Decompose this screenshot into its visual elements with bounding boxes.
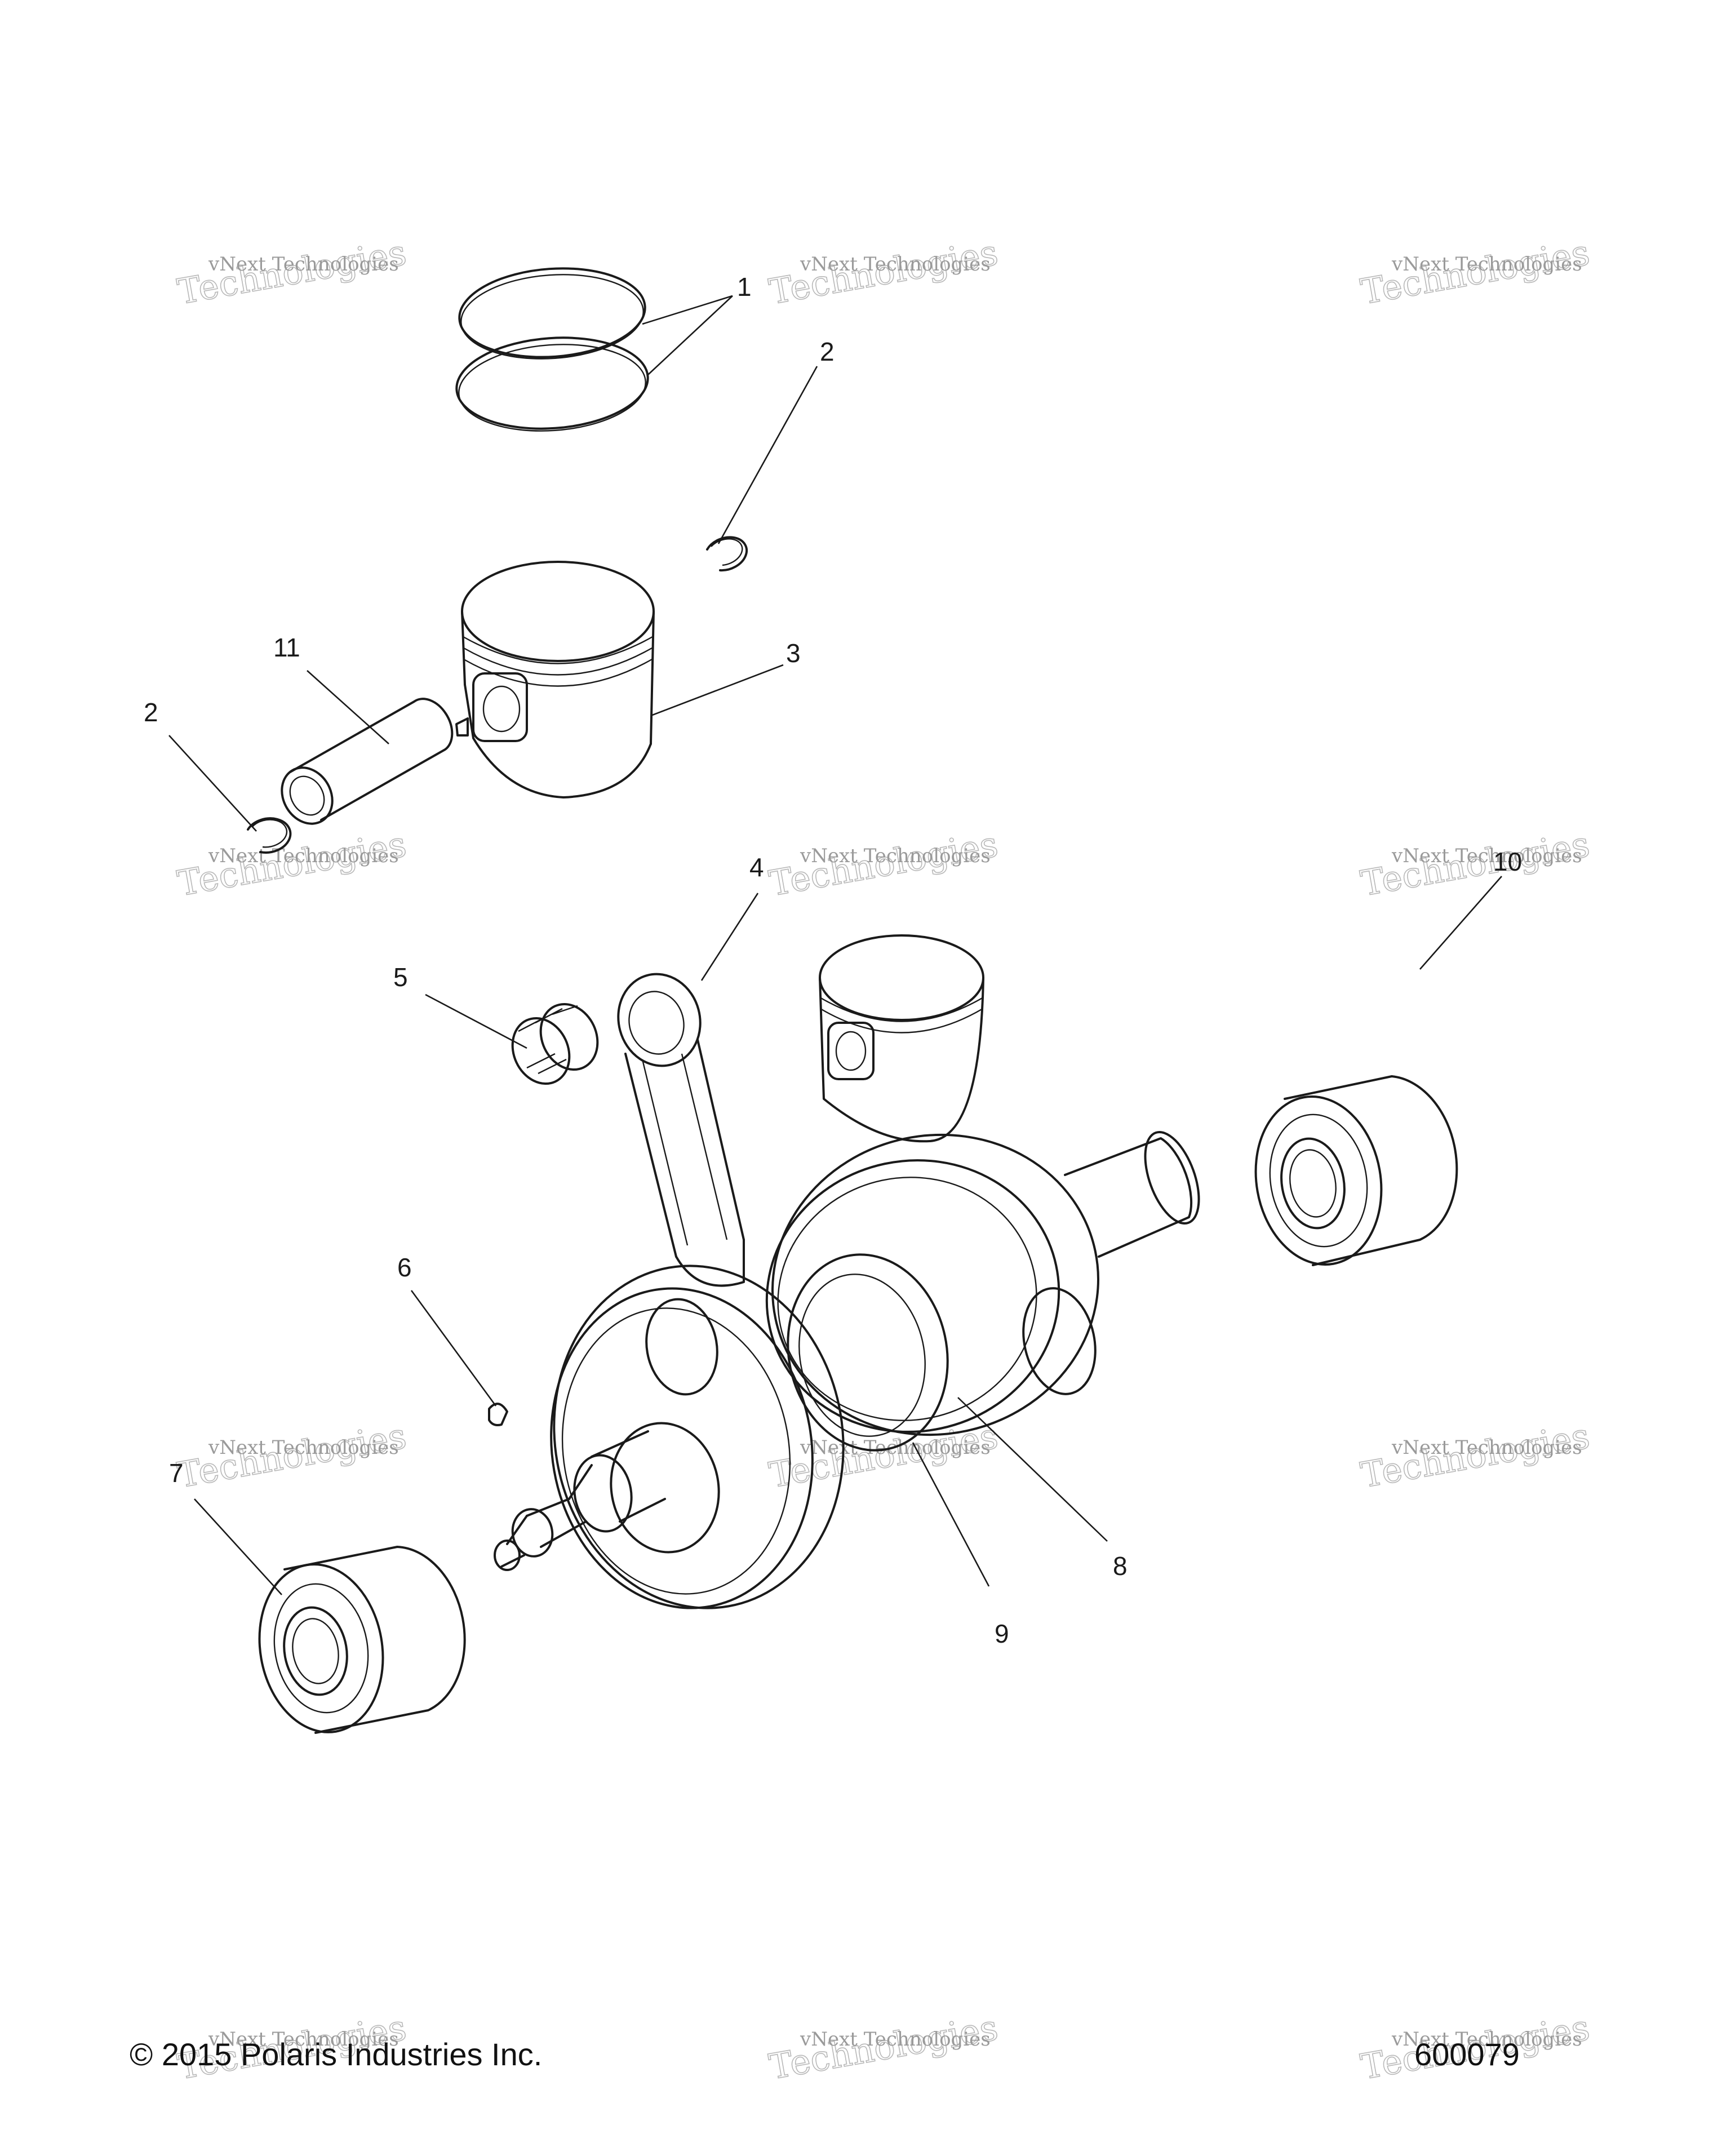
watermark-3: Technologies vNext Technologies bbox=[1357, 231, 1593, 313]
svg-text:vNext Technologies: vNext Technologies bbox=[800, 253, 991, 276]
main-bearing-left bbox=[258, 1546, 466, 1734]
watermark-5: Technologies vNext Technologies bbox=[766, 823, 1001, 904]
crankshaft-assembly bbox=[494, 934, 1200, 1609]
svg-text:vNext Technologies: vNext Technologies bbox=[208, 2028, 399, 2051]
callouts: 1 2 2 3 11 4 5 6 7 8 9 10 bbox=[144, 272, 1522, 1648]
callout-1: 1 bbox=[737, 272, 752, 301]
callout-4: 4 bbox=[749, 853, 764, 882]
woodruff-key bbox=[488, 1403, 508, 1426]
piston-rings bbox=[455, 267, 649, 432]
svg-text:vNext Technologies: vNext Technologies bbox=[1391, 253, 1582, 276]
callout-2-upper: 2 bbox=[820, 337, 835, 366]
piston bbox=[455, 561, 655, 798]
svg-text:vNext Technologies: vNext Technologies bbox=[208, 1436, 399, 1459]
connecting-rod bbox=[617, 973, 745, 1287]
callout-2-lower: 2 bbox=[144, 698, 158, 727]
circlip-lower bbox=[247, 817, 292, 854]
watermark-6: Technologies vNext Technologies bbox=[1357, 823, 1593, 904]
callout-5: 5 bbox=[393, 962, 408, 992]
svg-text:vNext Technologies: vNext Technologies bbox=[800, 2028, 991, 2051]
watermark-4: Technologies vNext Technologies bbox=[174, 823, 410, 904]
svg-text:vNext Technologies: vNext Technologies bbox=[1391, 2028, 1582, 2051]
watermark-11: Technologies vNext Technologies bbox=[766, 2006, 1001, 2088]
watermark-8: Technologies vNext Technologies bbox=[766, 1414, 1001, 1496]
callout-8: 8 bbox=[1113, 1551, 1128, 1581]
svg-text:vNext Technologies: vNext Technologies bbox=[208, 845, 399, 867]
callout-9: 9 bbox=[995, 1619, 1009, 1648]
needle-bearing bbox=[511, 1002, 599, 1085]
watermark-2: Technologies vNext Technologies bbox=[766, 231, 1001, 313]
callout-10: 10 bbox=[1493, 847, 1522, 876]
circlip-upper bbox=[706, 536, 748, 572]
svg-text:vNext Technologies: vNext Technologies bbox=[800, 845, 991, 867]
svg-text:vNext Technologies: vNext Technologies bbox=[1391, 845, 1582, 867]
svg-text:vNext Technologies: vNext Technologies bbox=[208, 253, 399, 276]
watermarks: Technologies vNext Technologies Technolo… bbox=[174, 231, 1593, 2088]
copyright: © 2015 Polaris Industries Inc. bbox=[130, 2037, 542, 2072]
piston-pin bbox=[281, 698, 454, 825]
callout-6: 6 bbox=[397, 1253, 412, 1282]
svg-text:vNext Technologies: vNext Technologies bbox=[1391, 1436, 1582, 1459]
watermark-7: Technologies vNext Technologies bbox=[174, 1414, 410, 1496]
leader-lines bbox=[168, 295, 1502, 1595]
main-bearing-right bbox=[1254, 1075, 1458, 1266]
callout-3: 3 bbox=[786, 638, 801, 668]
watermark-9: Technologies vNext Technologies bbox=[1357, 1414, 1593, 1496]
watermark-1: Technologies vNext Technologies bbox=[174, 231, 410, 313]
diagram-id: 600079 bbox=[1414, 2037, 1520, 2072]
callout-7: 7 bbox=[169, 1458, 184, 1488]
callout-11: 11 bbox=[273, 633, 300, 662]
